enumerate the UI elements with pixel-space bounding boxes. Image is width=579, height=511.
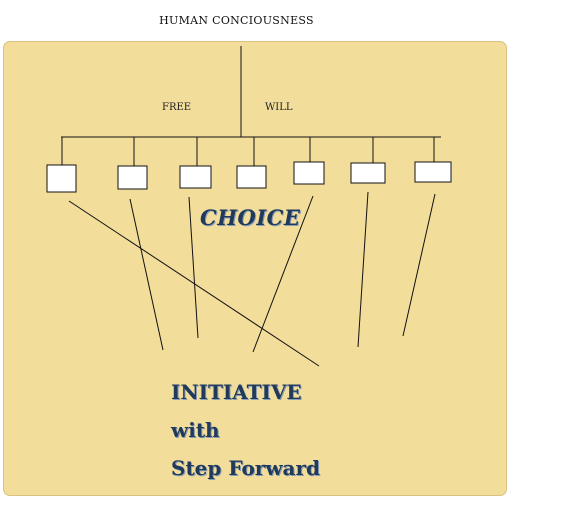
option-box-1	[46, 164, 77, 193]
option-box-5	[293, 161, 325, 185]
converge-line-4	[252, 195, 314, 353]
option-box-3	[179, 165, 212, 189]
outcome-line-with: with	[171, 418, 220, 442]
option-box-4	[236, 165, 267, 189]
free-label: FREE	[162, 102, 192, 113]
converge-line-2	[129, 198, 164, 351]
outcome-line-initiative: INITIATIVE	[171, 380, 302, 404]
converge-line-6	[402, 193, 436, 337]
option-box-6	[350, 162, 386, 184]
option-box-7	[414, 161, 452, 183]
diagram-panel	[3, 41, 507, 496]
option-box-2	[117, 165, 148, 190]
will-label: WILL	[265, 102, 293, 113]
diagram-title: HUMAN CONCIOUSNESS	[159, 14, 314, 27]
converge-line-1	[68, 200, 320, 367]
choice-label: CHOICE	[200, 205, 301, 230]
converge-line-5	[357, 191, 369, 348]
outcome-line-step-forward: Step Forward	[171, 456, 321, 480]
converge-line-3	[188, 196, 199, 339]
